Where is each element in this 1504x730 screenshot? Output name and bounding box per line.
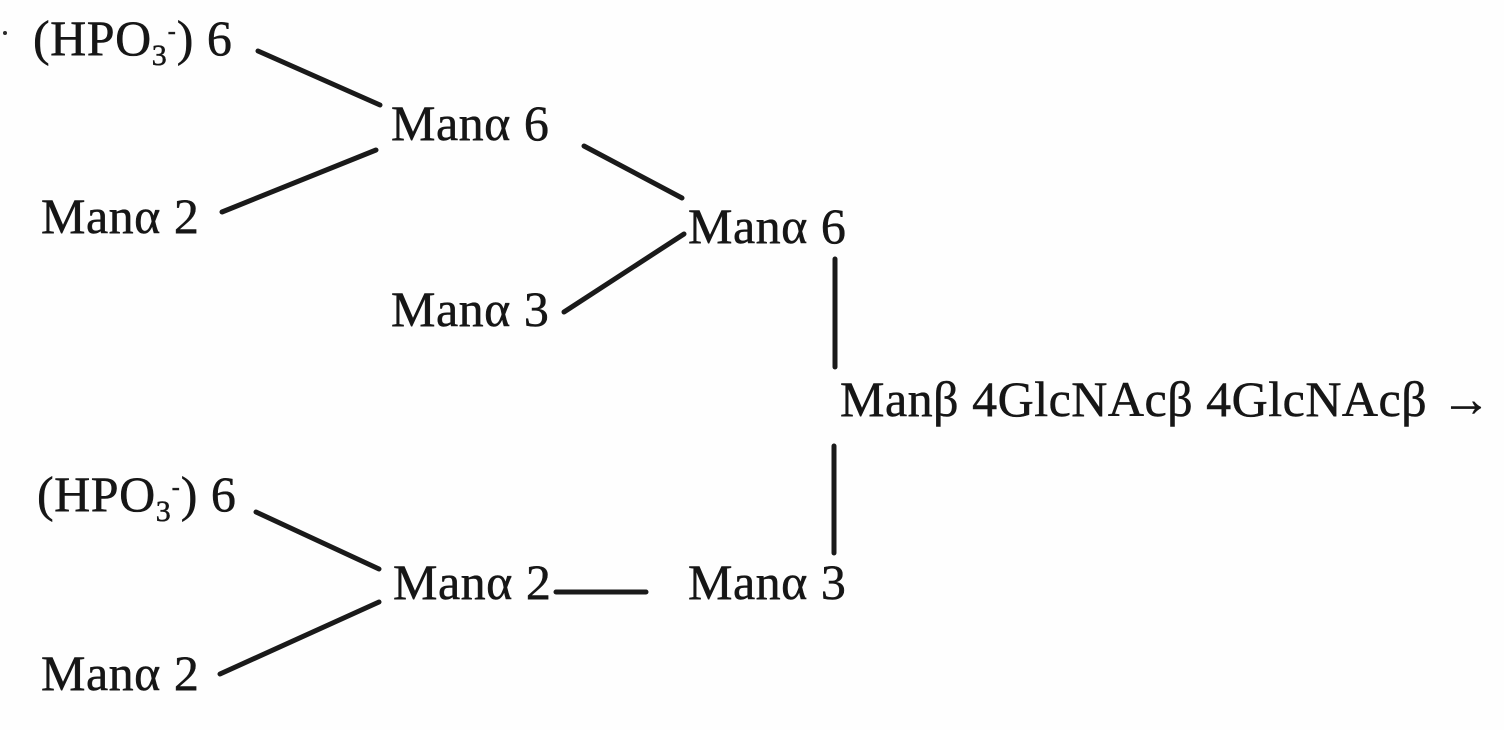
superscript-minus: - <box>171 475 180 501</box>
node-label: Manα 2 <box>41 645 200 701</box>
node-label: Manα 3 <box>391 281 550 337</box>
node-label: Manα 2 <box>41 188 200 244</box>
ink-speck <box>3 31 7 35</box>
superscript-minus: - <box>167 19 176 45</box>
node-mana3-lower: Manα 3 <box>688 554 847 610</box>
node-label: Manα 6 <box>688 198 847 254</box>
subscript: 3 <box>155 495 171 528</box>
node-mana6-upper: Manα 6 <box>391 95 550 151</box>
node-core-chain: Manβ 4GlcNAcβ 4GlcNAcβ→ <box>840 371 1492 427</box>
node-hpo3-bottom: (HPO3-) 6 <box>37 469 236 527</box>
edge-hpo3top-mana6upper <box>255 48 383 108</box>
node-mana2-bottom: Manα 2 <box>41 645 200 701</box>
node-label: Manα 3 <box>688 554 847 610</box>
node-label: ) 6 <box>180 466 237 522</box>
node-mana3-upper: Manα 3 <box>391 281 550 337</box>
subscript: 3 <box>151 39 167 72</box>
arrow-right-icon: → <box>1441 371 1492 427</box>
node-label: (HPO <box>37 466 156 522</box>
node-label: Manβ 4GlcNAcβ 4GlcNAcβ <box>840 371 1428 427</box>
edge-mana2top-mana6upper <box>219 147 379 215</box>
edge-mana6upper-mana6mid <box>581 143 685 201</box>
node-mana2-mid: Manα 2 <box>393 554 552 610</box>
node-label: (HPO <box>33 10 152 66</box>
node-mana2-top: Manα 2 <box>41 188 200 244</box>
node-hpo3-top: (HPO3-) 6 <box>33 13 232 71</box>
edge-mana3upper-mana6mid <box>561 231 687 315</box>
node-label: Manα 6 <box>391 95 550 151</box>
node-label: ) 6 <box>176 10 233 66</box>
edge-mana2bottom-mana2mid <box>217 599 382 677</box>
node-mana6-mid: Manα 6 <box>688 198 847 254</box>
node-label: Manα 2 <box>393 554 552 610</box>
edge-hpo3bottom-mana2mid <box>253 509 382 572</box>
